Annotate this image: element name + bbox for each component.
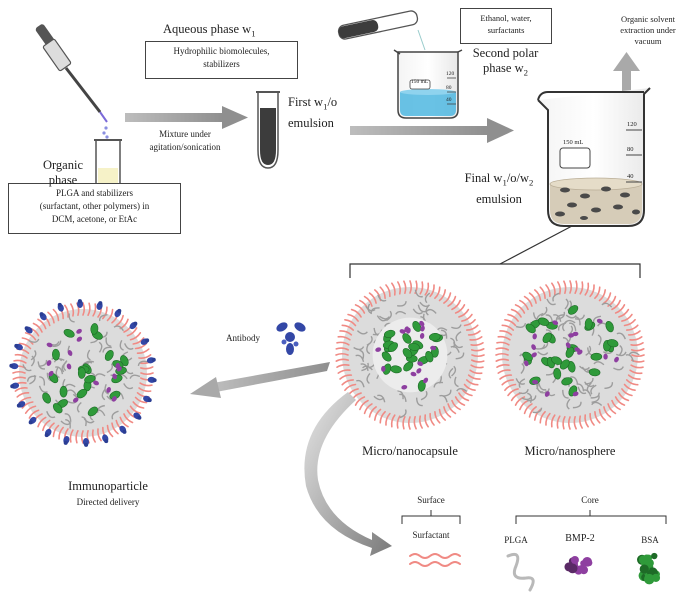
- aqueous-phase-box: Hydrophilic biomolecules, stabilizers: [145, 41, 298, 79]
- antibody-label: Antibody: [226, 333, 261, 343]
- antibody-icon: [276, 322, 306, 355]
- first-emulsion-tube-icon: [256, 91, 280, 169]
- first-emulsion-label: First w1/o emulsion: [288, 95, 338, 130]
- pipette-icon: [35, 24, 109, 139]
- legend-surface-label: Surface: [417, 495, 445, 505]
- legend-bmp2-label: BMP-2: [565, 533, 595, 544]
- solvent-extraction-label: Organic solvent extraction under vacuum: [620, 14, 676, 46]
- small-beaker-tick-120: 120: [446, 71, 455, 77]
- aqueous-phase-label: Aqueous phase w1: [163, 22, 256, 39]
- arrow-solvent-extraction: [613, 52, 640, 100]
- particles-bracket: [349, 225, 641, 278]
- pouring-tube-icon: [337, 10, 426, 51]
- legend-surfactant-label: Surfactant: [412, 530, 450, 540]
- second-polar-label: Second polar phase w2: [472, 46, 539, 78]
- legend-core-label: Core: [581, 495, 599, 505]
- organic-phase-label: Organic phase: [42, 158, 84, 187]
- organic-box-line2: (surfactant, other polymers) in: [39, 201, 150, 211]
- surfactant-legend-icon: [409, 553, 461, 567]
- legend-core-bracket: [515, 510, 667, 524]
- curved-arrow-to-legend: [304, 392, 392, 556]
- bsa-legend-icon: [637, 552, 661, 585]
- legend-plga-label: PLGA: [504, 535, 528, 545]
- arrow-to-final-emulsion: [350, 118, 514, 143]
- nanosphere-sphere: [495, 280, 645, 430]
- second-box-line1: Ethanol, water,: [480, 13, 532, 23]
- arrow-to-first-emulsion: [125, 106, 248, 129]
- nanosphere-label: Micro/nanosphere: [524, 444, 616, 458]
- immunoparticle-label: Immunoparticle: [68, 479, 148, 493]
- small-beaker-tick-80: 80: [446, 85, 452, 91]
- aqueous-box-line2: stabilizers: [203, 59, 240, 69]
- big-beaker-tick-80: 80: [627, 146, 634, 153]
- aqueous-box-line1: Hydrophilic biomolecules,: [173, 46, 270, 56]
- legend-surface-bracket: [401, 510, 461, 524]
- mixture-label: Mixture under agitation/sonication: [149, 129, 221, 152]
- small-beaker-icon: [393, 49, 463, 119]
- bmp2-legend-icon: [564, 555, 593, 575]
- big-beaker-icon: [537, 87, 651, 227]
- second-box-line2: surfactants: [487, 25, 525, 35]
- organic-box-line3: DCM, acetone, or EtAc: [51, 214, 138, 224]
- immunoparticle-sphere: [9, 299, 157, 447]
- organic-box-line1: PLGA and stabilizers: [56, 188, 133, 198]
- directed-delivery-label: Directed delivery: [76, 497, 140, 507]
- plga-legend-icon: [506, 552, 535, 592]
- small-beaker-tick-40: 40: [446, 97, 452, 103]
- arrow-to-immunoparticle: [190, 362, 330, 398]
- organic-phase-box: PLGA and stabilizers (surfactant, other …: [8, 183, 181, 234]
- big-beaker-tick-120: 120: [627, 121, 637, 128]
- big-beaker-tick-40: 40: [627, 173, 634, 180]
- legend-bsa-label: BSA: [641, 535, 659, 545]
- second-polar-box: Ethanol, water, surfactants: [460, 8, 552, 44]
- nanocapsule-sphere: [335, 280, 485, 430]
- nanocapsule-label: Micro/nanocapsule: [362, 444, 458, 458]
- big-beaker-volume: 150 mL: [563, 139, 584, 146]
- small-beaker-volume: 150 mL: [411, 79, 429, 85]
- final-emulsion-label: Final w1/o/w2 emulsion: [464, 171, 534, 206]
